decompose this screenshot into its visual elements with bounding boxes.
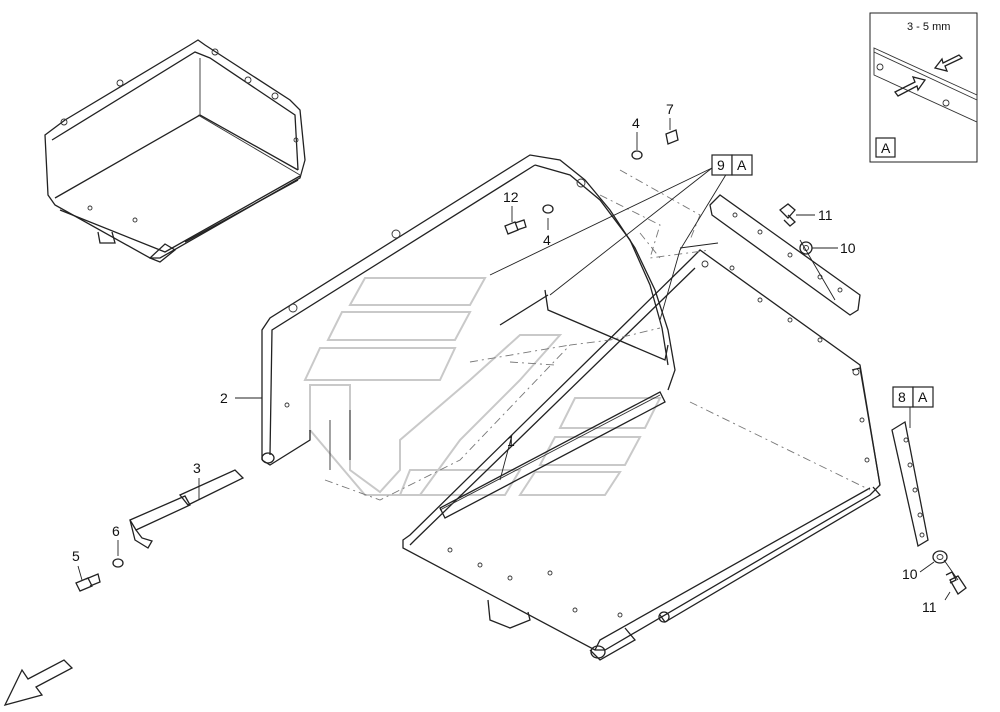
callout-7: 7 bbox=[666, 101, 674, 117]
detail-ref-a-8: A bbox=[918, 389, 928, 405]
callout-10-lower: 10 bbox=[902, 566, 918, 582]
callout-11-upper: 11 bbox=[818, 207, 833, 223]
callout-2: 2 bbox=[220, 390, 228, 406]
nut-part-7 bbox=[665, 129, 679, 145]
callout-4-lower: 4 bbox=[543, 232, 551, 248]
reference-box-9: 9 A bbox=[711, 154, 753, 176]
callout-11-lower: 11 bbox=[922, 599, 937, 615]
floor-plate-part-1 bbox=[402, 249, 882, 661]
callouts: 1 2 3 4 4 5 6 7 10 10 11 11 12 bbox=[72, 101, 937, 615]
detail-label: A bbox=[881, 140, 891, 156]
arrow-icon-left bbox=[894, 76, 927, 97]
callout-6: 6 bbox=[112, 523, 120, 539]
hopper-box-assembly bbox=[44, 39, 306, 263]
callout-3: 3 bbox=[193, 460, 201, 476]
bolt-part-5 bbox=[75, 573, 101, 592]
callout-1: 1 bbox=[507, 433, 515, 449]
leader-lines bbox=[77, 118, 959, 601]
reference-box-8: 8 A bbox=[892, 386, 934, 408]
side-strip-lower bbox=[891, 420, 929, 548]
rod-part-3 bbox=[129, 469, 245, 549]
washer-part-6 bbox=[112, 558, 124, 568]
bolt-part-11-lower bbox=[945, 571, 967, 595]
side-panel-part-2 bbox=[261, 154, 676, 470]
washer-part-4-upper bbox=[631, 150, 643, 160]
washer-part-4-lower bbox=[542, 204, 554, 214]
watermark-logo bbox=[303, 277, 662, 496]
detail-ref-a-9: A bbox=[737, 157, 747, 173]
bolt-part-11-upper bbox=[779, 203, 796, 227]
bolt-part-12 bbox=[504, 219, 527, 235]
washer-part-10-lower bbox=[932, 550, 948, 564]
side-strip-upper bbox=[709, 194, 861, 316]
callout-12: 12 bbox=[503, 189, 519, 205]
callout-4-upper: 4 bbox=[632, 115, 640, 131]
hidden-lines bbox=[197, 114, 871, 501]
callout-8: 8 bbox=[898, 389, 906, 405]
detail-dimension: 3 - 5 mm bbox=[907, 21, 950, 33]
callout-10-upper: 10 bbox=[840, 240, 856, 256]
direction-arrow-icon bbox=[3, 659, 74, 706]
detail-view-a: 3 - 5 mm A bbox=[869, 12, 978, 163]
callout-9: 9 bbox=[717, 157, 725, 173]
arrow-icon-right bbox=[933, 54, 964, 72]
callout-5: 5 bbox=[72, 548, 80, 564]
